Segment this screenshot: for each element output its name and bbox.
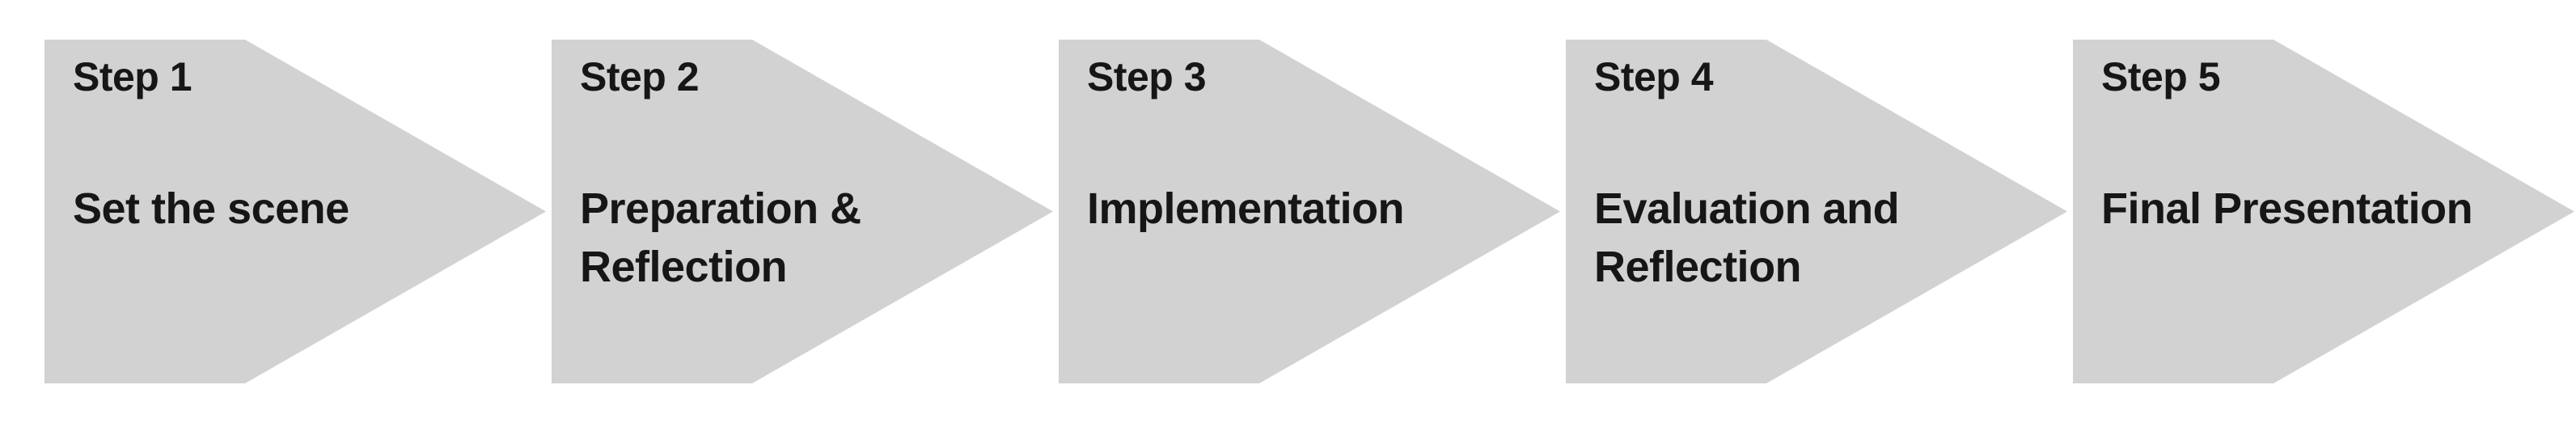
step-5-description: Final Presentation <box>2101 184 2473 233</box>
step-4-label: Step 4 <box>1594 54 1714 99</box>
process-step-4: Step 4 Evaluation and Reflection <box>1566 40 2067 383</box>
process-step-2: Step 2 Preparation & Reflection <box>552 40 1053 383</box>
process-step-5: Step 5 Final Presentation <box>2073 40 2574 383</box>
process-arrow-row: Step 1 Set the scene Step 2 Preparation … <box>44 40 2574 383</box>
step-5-label: Step 5 <box>2101 54 2221 99</box>
step-4-description: Evaluation and Reflection <box>1594 184 1900 291</box>
step-2-label: Step 2 <box>580 54 700 99</box>
step-2-description: Preparation & Reflection <box>580 184 861 291</box>
step-1-description: Set the scene <box>73 184 349 233</box>
step-3-description: Implementation <box>1087 184 1405 233</box>
step-1-label: Step 1 <box>73 54 192 99</box>
step-3-label: Step 3 <box>1087 54 1207 99</box>
process-step-1: Step 1 Set the scene <box>44 40 546 383</box>
process-step-3: Step 3 Implementation <box>1059 40 1560 383</box>
